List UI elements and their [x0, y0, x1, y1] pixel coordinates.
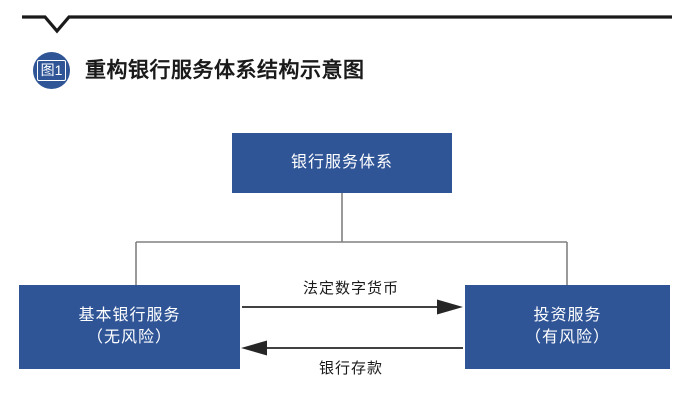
node-invest-line-1: 投资服务 — [533, 307, 602, 324]
figure-title: 重构银行服务体系结构示意图 — [85, 59, 365, 82]
flow-arrow-cbdc-head — [437, 299, 463, 315]
flow-arrow-deposit-head — [241, 340, 267, 356]
node-investment-services[interactable]: 投资服务 （有风险） — [465, 285, 670, 369]
node-invest-line-2: （有风险） — [524, 329, 610, 346]
node-bank-service-system[interactable]: 银行服务体系 — [232, 133, 452, 193]
node-basic-banking-services[interactable]: 基本银行服务 （无风险） — [19, 285, 240, 369]
figure-number-badge: 图1 — [33, 52, 70, 89]
figure-number-label: 图1 — [36, 60, 67, 81]
flow-label-bank-deposit: 银行存款 — [318, 360, 383, 377]
node-basic-line-2: （无风险） — [86, 329, 172, 346]
node-root-line-1: 银行服务体系 — [290, 154, 393, 171]
flow-label-cbdc: 法定数字货币 — [302, 280, 399, 297]
node-basic-line-1: 基本银行服务 — [78, 307, 181, 324]
